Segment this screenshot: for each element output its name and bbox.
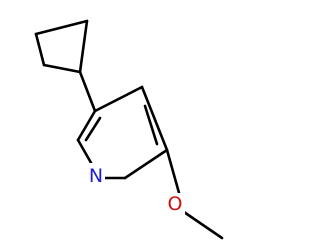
bond-oxygen-to-methyl — [179, 208, 224, 240]
bond-pyridine-c5-c4 — [93, 85, 144, 113]
nitrogen-atom: N — [89, 163, 105, 187]
bond-cyclobutyl-3 — [42, 63, 82, 74]
chemical-structure-diagram: N O — [34, 19, 224, 240]
nitrogen-atom-label: N — [89, 165, 103, 187]
bond-ring-to-oxygen — [165, 148, 183, 202]
bond-ring-to-cyclobutyl — [78, 70, 97, 113]
bond-cyclobutyl-4 — [34, 32, 46, 67]
oxygen-atom-label: O — [168, 193, 183, 215]
bond-cyclobutyl-1 — [34, 19, 89, 36]
bond-cyclobutyl-2 — [78, 19, 89, 74]
oxygen-atom: O — [167, 193, 185, 215]
bond-pyridine-c3-c2-inner — [143, 104, 159, 146]
bond-pyridine-c3-c2 — [123, 148, 169, 180]
bond-pyridine-c6-c5-inner — [84, 116, 102, 142]
cyclobutyl-ring — [34, 19, 89, 74]
bond-pyridine-c6-c5 — [76, 109, 97, 142]
bond-pyridine-c4-c3 — [140, 85, 169, 152]
